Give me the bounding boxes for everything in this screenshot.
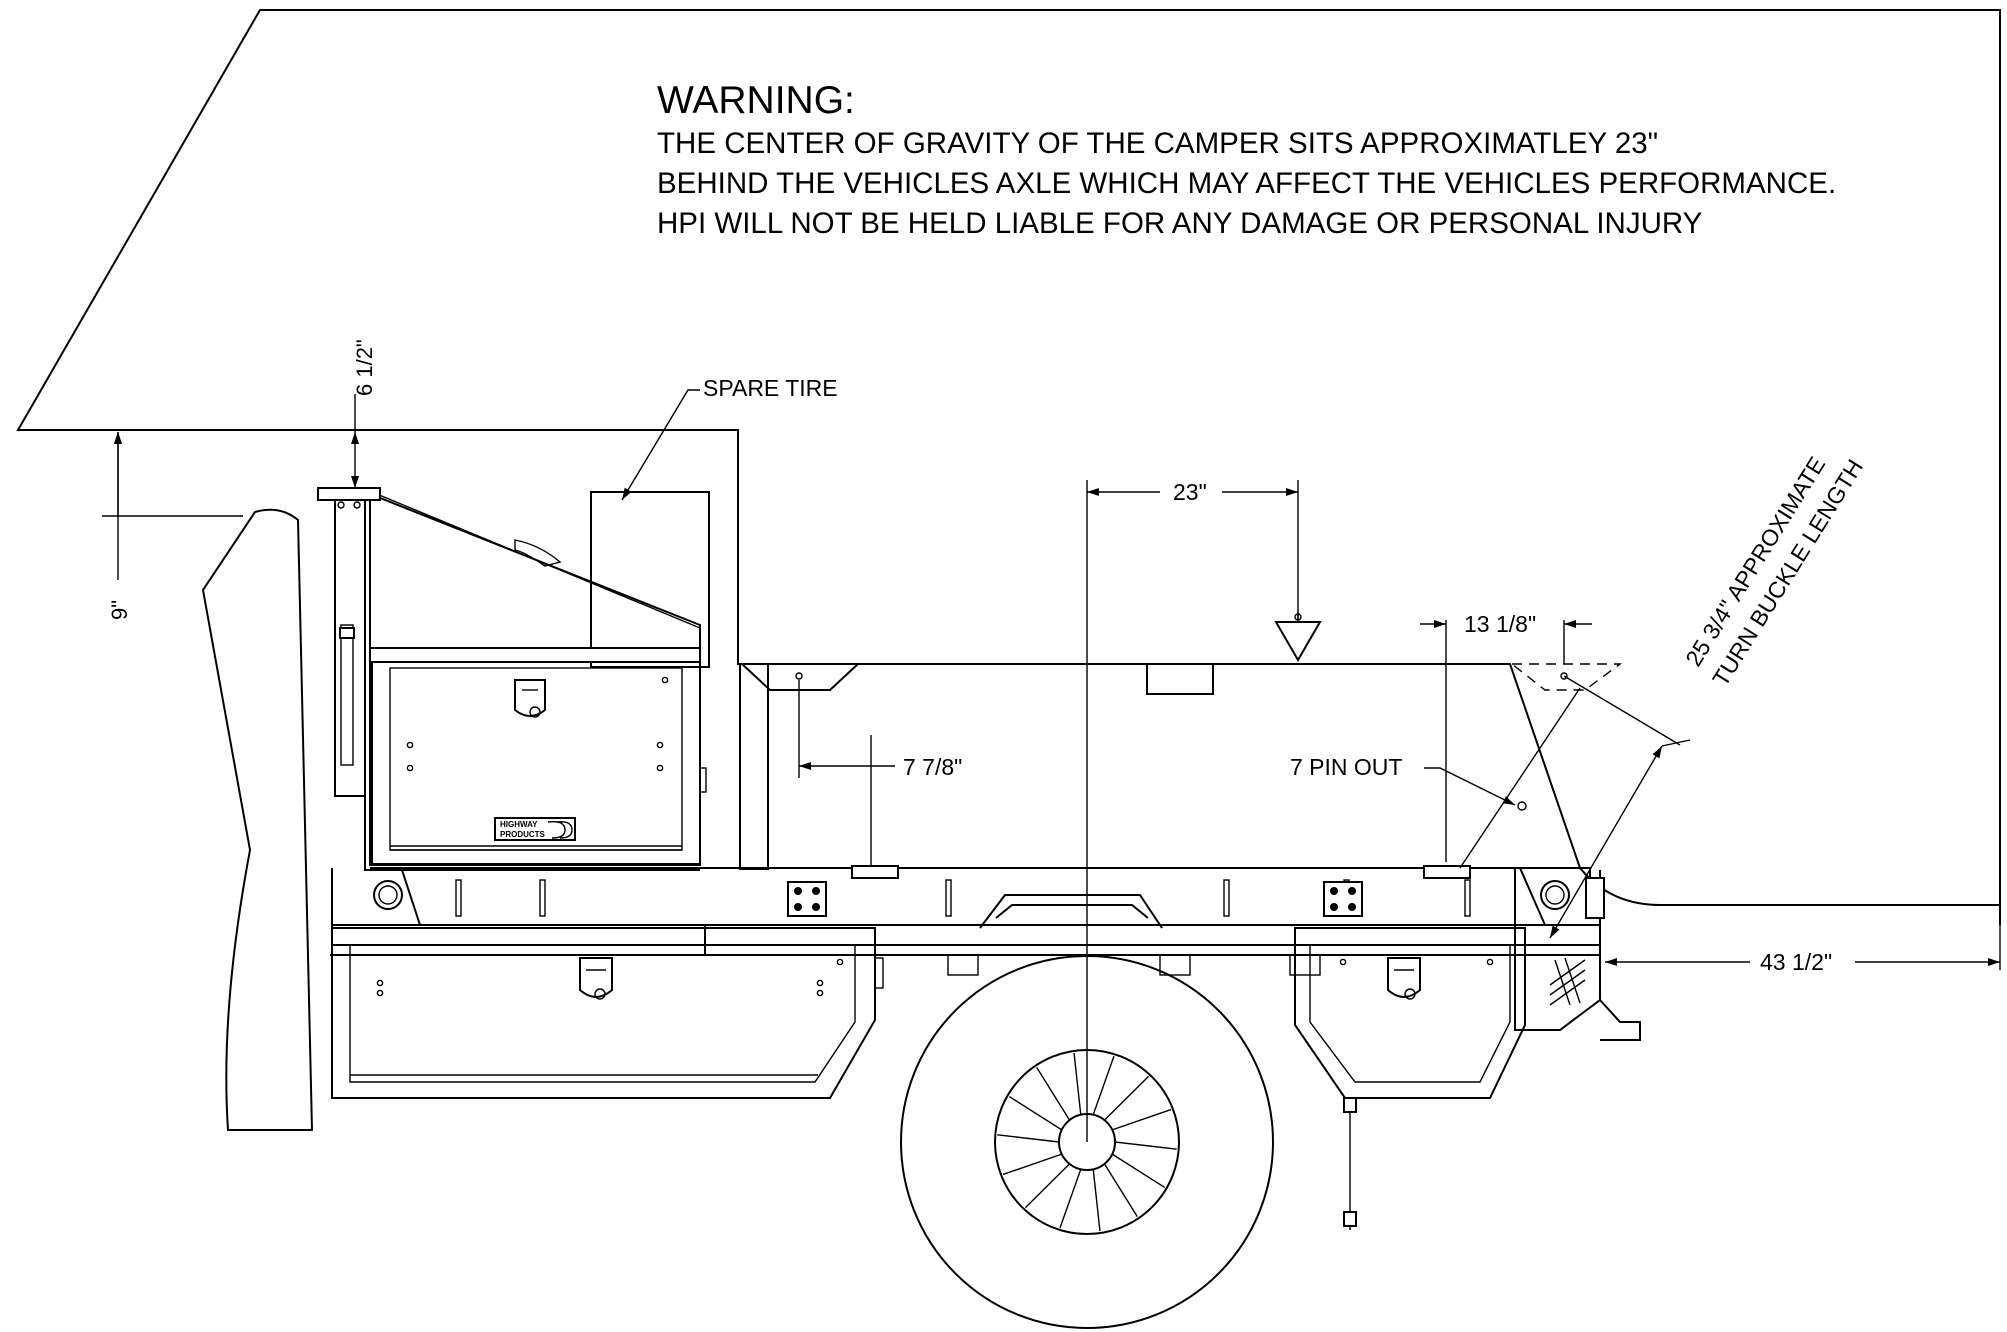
flatbed-platform [330, 663, 1641, 1041]
rear-lower-toolbox [1294, 927, 1526, 1099]
front-upper-toolbox: HIGHWAY PRODUCTS [371, 661, 707, 865]
front-lower-toolbox [331, 927, 884, 1099]
dim-six-half-label: 6 1/2" [352, 339, 377, 396]
badge-line2: PRODUCTS [500, 830, 546, 839]
wheel-spoke [1111, 1153, 1166, 1188]
warning-line-1: THE CENTER OF GRAVITY OF THE CAMPER SITS… [657, 127, 1658, 160]
dim-twenty-three-label: 23" [1173, 479, 1207, 505]
seven-pin-cable [1343, 1097, 1357, 1230]
wheel-spoke [1114, 1141, 1177, 1150]
wheel-spoke [1024, 1163, 1071, 1209]
platform-ribs [455, 879, 1471, 917]
front-post [317, 487, 700, 871]
wheel-spoke [1111, 1108, 1172, 1131]
warning-line-3: HPI WILL NOT BE HELD LIABLE FOR ANY DAMA… [657, 207, 1703, 240]
spare-tire-label: SPARE TIRE [703, 375, 838, 401]
wheel-spoke [1092, 1055, 1115, 1115]
dim-nine-label: 9" [107, 600, 132, 620]
badge-line1: HIGHWAY [500, 820, 538, 829]
warning-block: WARNING: THE CENTER OF GRAVITY OF THE CA… [657, 79, 1836, 240]
dimension-nine-inch: 9" [102, 432, 243, 620]
dimension-six-half: 6 1/2" [351, 339, 377, 488]
vehicle-cab [201, 508, 314, 1131]
wheel-spoke [1103, 1075, 1150, 1121]
wheel-spoke [1059, 1169, 1082, 1229]
hitch-lattice-icon [1549, 957, 1586, 1006]
dim-thirteen-eighth-label: 13 1/8" [1464, 611, 1536, 637]
dimension-thirteen-eighth: 13 1/8" [1420, 611, 1592, 862]
camper-underside [741, 663, 1623, 811]
warning-line-2: BEHIND THE VEHICLES AXLE WHICH MAY AFFEC… [657, 167, 1836, 200]
wheel-spokes [997, 1052, 1177, 1232]
dim-seven-seven-eighths-label: 7 7/8" [903, 754, 962, 780]
wheel-spoke [1092, 1169, 1101, 1232]
spare-tire-compartment [359, 489, 710, 866]
dimension-forty-three-half: 43 1/2" [1605, 915, 2001, 975]
wheel-spoke [1008, 1096, 1063, 1131]
dimension-twenty-three: 23" [1086, 479, 1322, 1142]
wheel-spoke [1036, 1067, 1071, 1121]
spare-tire-callout: SPARE TIRE [621, 375, 838, 501]
highway-products-badge [494, 817, 576, 841]
rear-wheel [900, 955, 1274, 1329]
seven-pin-label: 7 PIN OUT [1290, 754, 1402, 780]
wheel-spoke [997, 1134, 1060, 1143]
dimension-seven-seven-eighths: 7 7/8" [798, 680, 962, 866]
wheel-spoke [1002, 1153, 1063, 1176]
warning-title: WARNING: [657, 79, 855, 122]
wheel-spoke [1103, 1163, 1138, 1217]
wheel-spoke [1073, 1052, 1082, 1115]
seven-pin-callout: 7 PIN OUT [1290, 754, 1516, 806]
dim-forty-three-half-label: 43 1/2" [1760, 949, 1832, 975]
tie-down-brackets [787, 881, 1363, 917]
